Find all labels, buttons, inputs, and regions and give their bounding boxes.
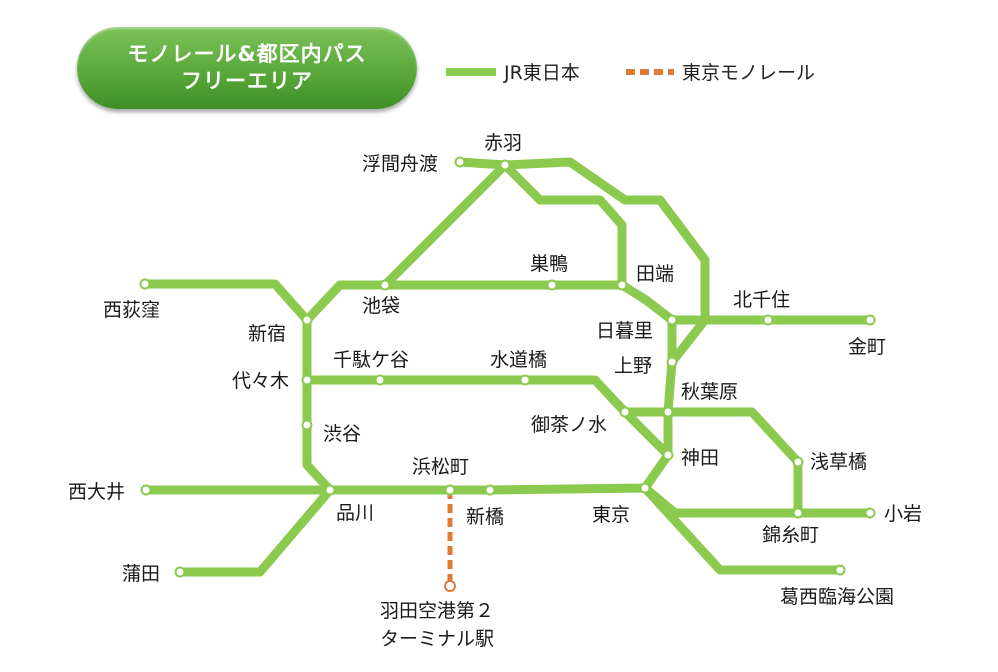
legend-tokyo-monorail-label: 東京モノレール bbox=[682, 62, 816, 84]
label-kitasenju: 北千住 bbox=[733, 289, 790, 311]
station-marker-nishiogikubo[interactable] bbox=[139, 278, 151, 290]
label-koiwa: 小岩 bbox=[884, 503, 922, 525]
station-marker-suidobashi[interactable] bbox=[519, 374, 531, 386]
station-marker-asakusabashi[interactable] bbox=[792, 456, 804, 468]
label-ukimafunado: 浮間舟渡 bbox=[362, 153, 438, 175]
label-shinjuku: 新宿 bbox=[248, 323, 286, 345]
label-shinagawa: 品川 bbox=[336, 502, 374, 524]
station-marker-ochanomizu[interactable] bbox=[619, 406, 631, 418]
legend-dashed-line-swatch bbox=[626, 68, 674, 75]
station-markers bbox=[139, 156, 876, 578]
station-marker-ukimafunado[interactable] bbox=[454, 156, 466, 168]
sobu-line-east bbox=[620, 407, 803, 518]
station-marker-nippori[interactable] bbox=[666, 314, 678, 326]
station-marker-shimbashi[interactable] bbox=[484, 484, 496, 496]
label-sendagaya: 千駄ケ谷 bbox=[333, 349, 409, 371]
station-marker-kanda[interactable] bbox=[662, 449, 674, 461]
station-marker-kamata[interactable] bbox=[174, 566, 186, 578]
legend-jr-east-label: JR東日本 bbox=[504, 62, 580, 84]
station-marker-kasai[interactable] bbox=[834, 564, 846, 576]
label-kanamachi: 金町 bbox=[848, 336, 886, 358]
station-marker-shinjuku[interactable] bbox=[301, 314, 313, 326]
station-marker-shibuya[interactable] bbox=[301, 419, 313, 431]
station-marker-shinagawa[interactable] bbox=[324, 484, 336, 496]
station-labels: 赤羽 浮間舟渡 巣鴨 田端 池袋 西荻窪 新宿 日暮里 北千住 金町 千駄ケ谷 … bbox=[68, 132, 922, 650]
label-yoyogi: 代々木 bbox=[232, 370, 289, 392]
label-haneda-line-2: ターミナル駅 bbox=[380, 628, 494, 650]
station-marker-koiwa[interactable] bbox=[864, 507, 876, 519]
label-suidobashi: 水道橋 bbox=[490, 349, 547, 371]
keihin-tohoku-south bbox=[175, 485, 335, 577]
keiyo-line bbox=[640, 483, 845, 575]
legend-tokyo-monorail: 東京モノレール bbox=[626, 58, 815, 85]
free-area-title-badge: モノレール&都区内パス フリーエリア bbox=[77, 27, 417, 109]
label-shibuya: 渋谷 bbox=[323, 423, 361, 445]
label-kasai: 葛西臨海公園 bbox=[780, 586, 894, 608]
station-marker-akihabara[interactable] bbox=[662, 406, 674, 418]
label-haneda-line-1: 羽田空港第２ bbox=[380, 600, 494, 622]
label-tokyo: 東京 bbox=[592, 504, 630, 526]
chuo-line-center bbox=[302, 375, 673, 460]
keihin-tohoku-north bbox=[500, 160, 627, 290]
station-marker-haneda-t2[interactable] bbox=[444, 580, 456, 592]
label-kanda: 神田 bbox=[681, 447, 719, 469]
legend-solid-line-swatch bbox=[446, 67, 496, 76]
title-line-2: フリーエリア bbox=[181, 69, 313, 93]
station-marker-akabane[interactable] bbox=[499, 159, 511, 171]
station-marker-tabata[interactable] bbox=[616, 279, 628, 291]
station-marker-ueno[interactable] bbox=[666, 356, 678, 368]
label-nishiogikubo: 西荻窪 bbox=[103, 299, 160, 321]
label-ueno: 上野 bbox=[614, 355, 652, 377]
chuo-line-west bbox=[140, 279, 312, 325]
label-shimbashi: 新橋 bbox=[466, 506, 504, 528]
label-akabane: 赤羽 bbox=[484, 132, 522, 154]
label-ochanomizu: 御茶ノ水 bbox=[531, 414, 607, 436]
station-marker-tokyo[interactable] bbox=[639, 482, 651, 494]
legend-jr-east: JR東日本 bbox=[446, 58, 580, 85]
label-asakusabashi: 浅草橋 bbox=[810, 451, 867, 473]
station-marker-kinshicho[interactable] bbox=[792, 507, 804, 519]
station-marker-kitasenju[interactable] bbox=[762, 314, 774, 326]
station-marker-hamamatsucho[interactable] bbox=[444, 484, 456, 496]
label-nishioi: 西大井 bbox=[68, 481, 125, 503]
station-marker-kanamachi[interactable] bbox=[864, 314, 876, 326]
label-akihabara: 秋葉原 bbox=[681, 381, 738, 403]
label-nippori: 日暮里 bbox=[596, 320, 653, 342]
label-tabata: 田端 bbox=[636, 263, 674, 285]
station-marker-yoyogi[interactable] bbox=[301, 374, 313, 386]
saikyo-line bbox=[380, 157, 510, 290]
title-line-1: モノレール&都区内パス bbox=[127, 42, 367, 66]
station-marker-nishioi[interactable] bbox=[140, 484, 152, 496]
station-marker-ikebukuro[interactable] bbox=[379, 279, 391, 291]
sobu-rapid bbox=[640, 483, 875, 518]
label-hamamatsucho: 浜松町 bbox=[412, 456, 469, 478]
station-marker-sendagaya[interactable] bbox=[374, 374, 386, 386]
label-sugamo: 巣鴨 bbox=[530, 253, 568, 275]
label-kamata: 蒲田 bbox=[122, 563, 160, 585]
station-marker-sugamo[interactable] bbox=[546, 279, 558, 291]
label-ikebukuro: 池袋 bbox=[362, 295, 400, 317]
label-kinshicho: 錦糸町 bbox=[762, 524, 819, 546]
